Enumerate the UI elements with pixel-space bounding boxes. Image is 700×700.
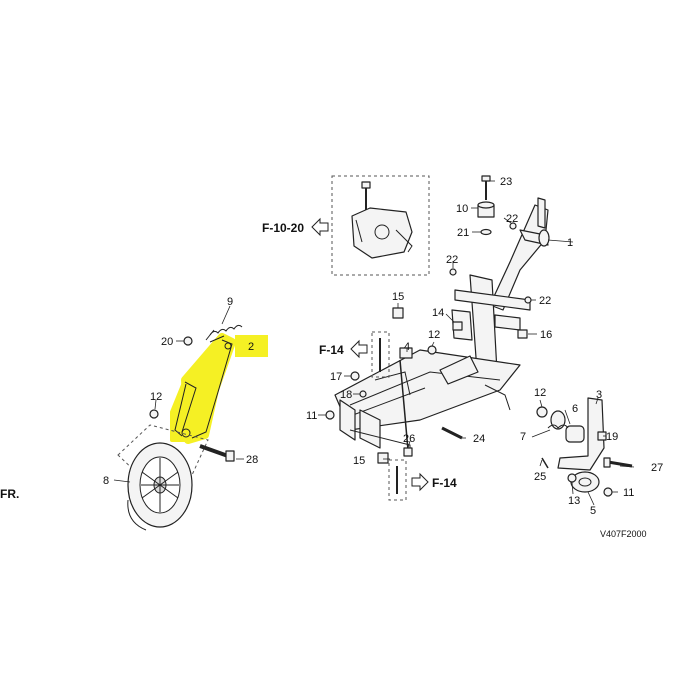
callout-16: 16 <box>540 329 552 341</box>
leader-lines <box>113 180 635 506</box>
callouts: 1 2 3 4 5 6 7 8 9 10 11 11 12 12 12 13 1… <box>103 176 663 517</box>
callout-22-right: 22 <box>539 295 551 307</box>
ref-arrow-f14-upper <box>350 339 368 359</box>
callout-21: 21 <box>457 227 469 239</box>
callout-14: 14 <box>432 307 444 319</box>
callout-7: 7 <box>520 431 526 443</box>
callout-11-right: 11 <box>623 487 634 499</box>
bolt-part-28 <box>199 444 235 462</box>
callout-4: 4 <box>404 341 410 353</box>
callout-20: 20 <box>161 336 173 348</box>
callout-24: 24 <box>473 433 485 445</box>
callout-22-top: 22 <box>506 213 518 225</box>
ref-label-f1020: F-10-20 <box>262 221 304 235</box>
front-marker: FR. <box>0 487 19 501</box>
callout-19: 19 <box>606 431 618 443</box>
callout-23: 23 <box>500 176 512 188</box>
callout-12-left: 12 <box>150 391 162 403</box>
callout-15-upper: 15 <box>392 291 404 303</box>
callout-26: 26 <box>403 433 415 445</box>
callout-22-mid: 22 <box>446 254 458 266</box>
callout-12-mid: 12 <box>428 329 440 341</box>
callout-15-lower: 15 <box>353 455 365 467</box>
callout-11-left: 11 <box>306 410 317 422</box>
callout-5: 5 <box>590 505 596 517</box>
wheel-part-8 <box>117 424 209 531</box>
callout-12-right: 12 <box>534 387 546 399</box>
callout-3: 3 <box>596 389 602 401</box>
callout-27: 27 <box>651 462 663 474</box>
callout-2: 2 <box>248 341 254 353</box>
main-frame <box>334 197 550 456</box>
ref-label-f14-lower: F-14 <box>432 476 457 490</box>
drawing-code: V407F2000 <box>600 529 647 539</box>
callout-13: 13 <box>568 495 580 507</box>
nut-part-12-left <box>149 409 159 419</box>
callout-1: 1 <box>567 237 573 249</box>
callout-8: 8 <box>103 475 109 487</box>
callout-17: 17 <box>330 371 342 383</box>
callout-18: 18 <box>340 389 352 401</box>
callout-25: 25 <box>534 471 546 483</box>
callout-9: 9 <box>227 296 233 308</box>
callout-6: 6 <box>572 403 578 415</box>
nut-part-20 <box>183 336 193 346</box>
spring-part-9 <box>205 324 243 341</box>
callout-10: 10 <box>456 203 468 215</box>
ref-arrow-f1020 <box>311 217 329 237</box>
ref-label-f14-upper: F-14 <box>319 343 344 357</box>
tension-assembly <box>536 397 633 497</box>
callout-28: 28 <box>246 454 258 466</box>
ref-arrow-f14-lower <box>411 472 429 492</box>
engine-reference-box <box>331 175 430 276</box>
part-2-arm <box>174 335 233 439</box>
